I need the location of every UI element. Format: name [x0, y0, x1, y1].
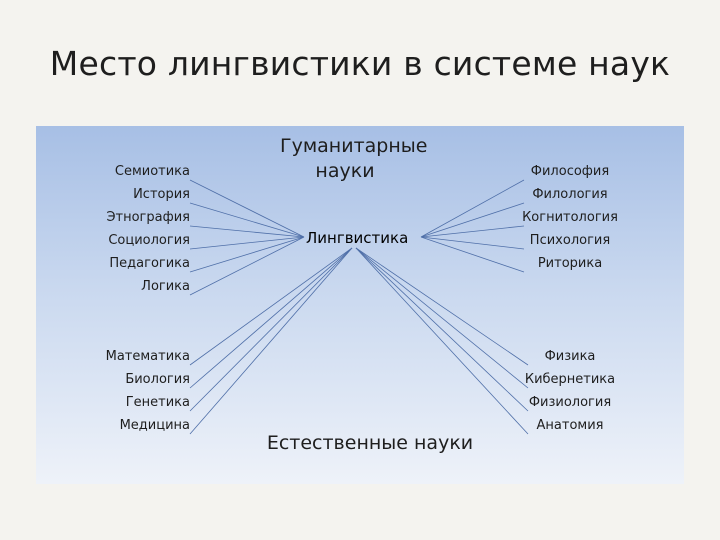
humanities-right-connector	[420, 179, 525, 238]
humanities-left-item: Семиотика	[114, 164, 190, 179]
natural-right-item: Физиология	[528, 395, 612, 410]
natural-left-connector	[189, 247, 353, 366]
humanities-right-connector	[420, 225, 525, 238]
humanities-right-item: Психология	[529, 233, 611, 248]
humanities-left-item: Педагогика	[109, 256, 190, 271]
humanities-right-item: Риторика	[537, 256, 603, 271]
humanities-left-connector	[189, 236, 305, 273]
natural-right-connector	[355, 247, 529, 366]
natural-right-item: Физика	[544, 349, 596, 364]
connector-lines	[189, 179, 529, 435]
humanities-right-connector	[420, 236, 525, 273]
humanities-right-item: Филология	[532, 187, 608, 202]
slide-title: Место лингвистики в системе наук	[49, 44, 671, 83]
humanities-group-title: Гуманитарные науки	[280, 135, 428, 182]
natural-left-item: Биология	[125, 372, 190, 387]
humanities-right-item: Философия	[530, 164, 610, 179]
natural-left-connector	[189, 247, 353, 435]
center-node-linguistics: Лингвистика	[306, 229, 409, 247]
natural-right-connector	[355, 247, 529, 412]
humanities-left-connector	[189, 179, 305, 238]
natural-left-item: Медицина	[119, 418, 190, 433]
humanities-left-item: Этнография	[106, 210, 190, 225]
natural-left-item: Математика	[105, 349, 190, 364]
humanities-left-item: Логика	[141, 279, 190, 294]
humanities-left-connector	[189, 202, 305, 238]
natural-left-connector	[189, 247, 353, 412]
humanities-right-item: Когнитология	[522, 210, 618, 225]
humanities-left-connector	[189, 225, 305, 238]
humanities-right-connector	[420, 236, 525, 250]
natural-right-connector	[355, 247, 529, 389]
humanities-left-item: История	[133, 187, 190, 202]
humanities-left-item: Социология	[108, 233, 190, 248]
science-diagram: Гуманитарные науки Лингвистика Естествен…	[36, 126, 684, 484]
natural-right-connector	[355, 247, 529, 435]
humanities-left-connector	[189, 236, 305, 296]
natural-left-item: Генетика	[125, 395, 190, 410]
natural-right-item: Анатомия	[536, 418, 604, 433]
natural-group-title: Естественные науки	[266, 432, 474, 454]
natural-left-connector	[189, 247, 353, 389]
natural-right-item: Кибернетика	[524, 372, 616, 387]
humanities-left-connector	[189, 236, 305, 250]
humanities-right-connector	[420, 202, 525, 238]
